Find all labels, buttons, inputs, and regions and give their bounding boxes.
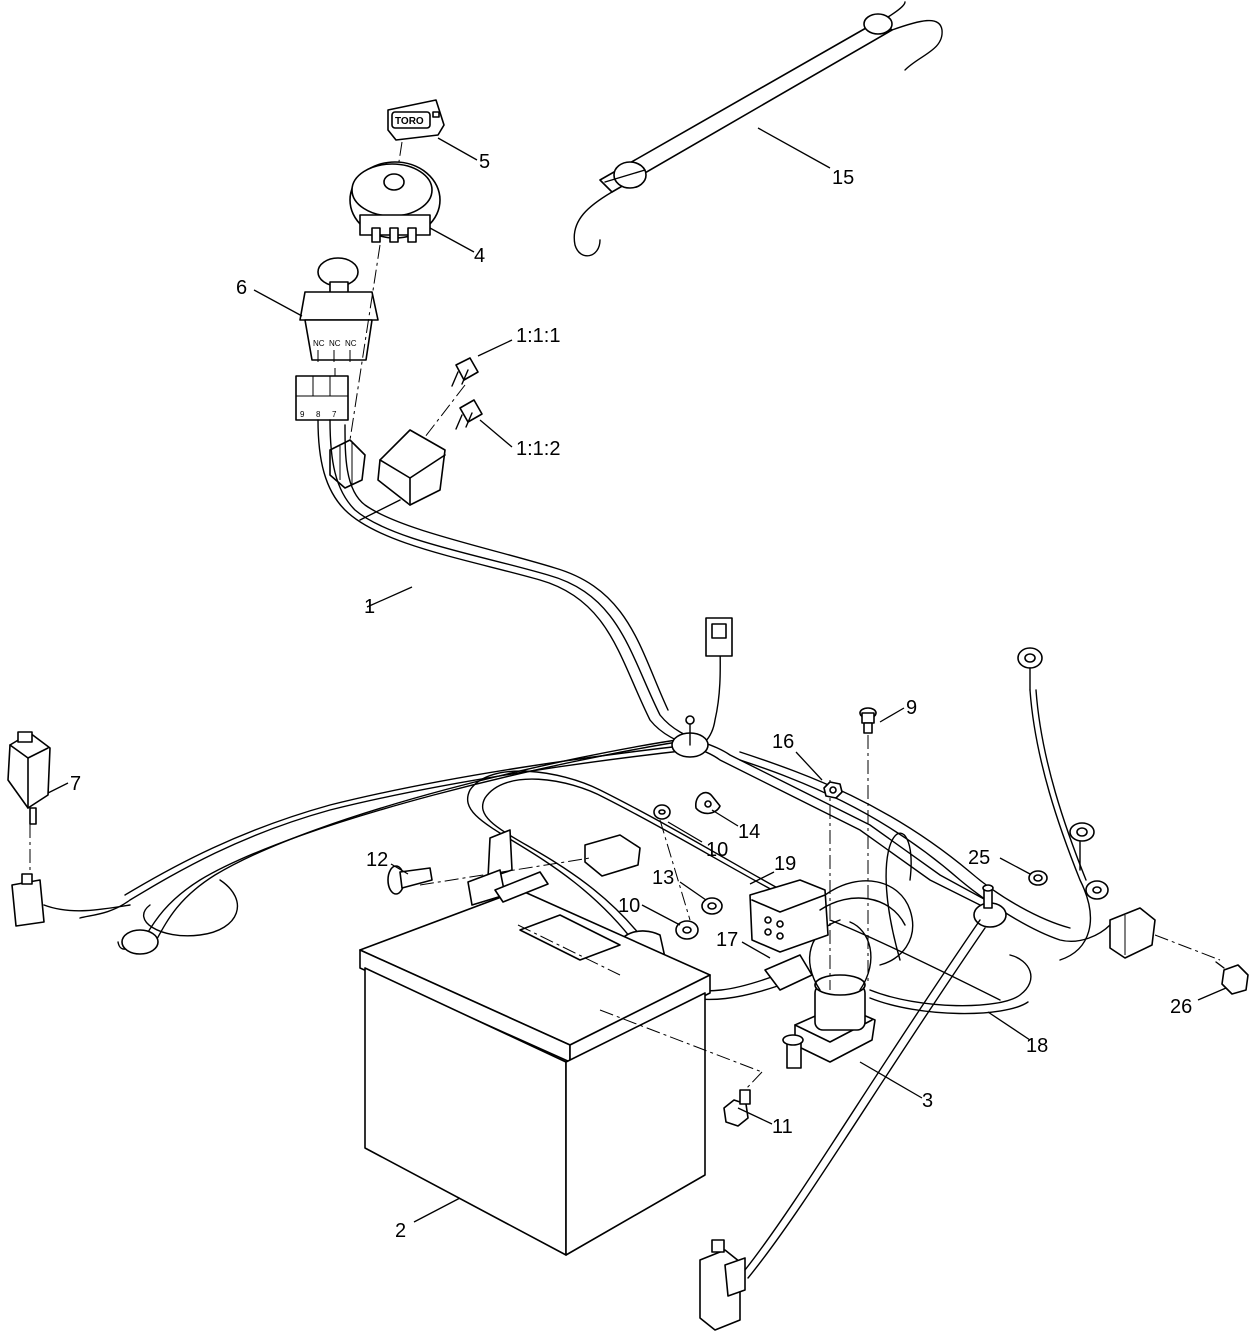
terminal-8: 8 [316, 410, 321, 419]
callout-17: 17 [716, 929, 738, 951]
battery [359, 869, 711, 1256]
harness-connectors-upper [329, 439, 366, 489]
nut-16 [823, 781, 843, 799]
pto-connector: 9 8 7 [295, 368, 349, 421]
callout-16: 16 [772, 731, 794, 753]
washer-13 [701, 897, 723, 915]
ring-terminal-right [1069, 822, 1109, 900]
switch-alignment-line [349, 244, 381, 441]
callout-1-1-1: 1:1:1 [516, 325, 560, 347]
ignition-key: TORO [387, 99, 445, 169]
callout-7: 7 [70, 773, 81, 795]
fuse-holder [377, 429, 446, 506]
callout-26: 26 [1170, 996, 1192, 1018]
callout-15: 15 [832, 167, 854, 189]
pto-switch: NC NC NC [299, 257, 379, 362]
callout-12: 12 [366, 849, 388, 871]
callout-1: 1 [364, 596, 375, 618]
harness-connector-19 [749, 879, 1001, 1001]
washer-10-lower [675, 920, 699, 940]
nc-label-3: NC [345, 339, 357, 348]
callout-25: 25 [968, 847, 990, 869]
harness-branch-18 [869, 832, 1032, 1015]
callout-9: 9 [906, 697, 917, 719]
battery-alignment-line [517, 924, 621, 976]
callout-4: 4 [474, 245, 485, 267]
fuse-1-1-2 [455, 399, 483, 430]
callout-labels: 1 1:1:1 1:1:2 2 3 4 5 6 7 9 10 10 11 12 … [70, 151, 1192, 1242]
bolt-12 [387, 865, 433, 895]
callout-13: 13 [652, 867, 674, 889]
terminal-boot [764, 954, 813, 991]
washer-alignment-line [659, 819, 691, 921]
pin-terminal [982, 884, 994, 909]
nut-25 [1028, 870, 1048, 886]
bolt-9 [859, 707, 877, 734]
callout-5: 5 [479, 151, 490, 173]
callout-2: 2 [395, 1220, 406, 1242]
callout-1-1-2: 1:1:2 [516, 438, 560, 460]
harness-plug-right [1109, 907, 1221, 961]
callout-11: 11 [772, 1116, 793, 1138]
bolt-26 [1215, 961, 1249, 995]
callout-10-upper: 10 [706, 839, 728, 861]
terminal-7: 7 [332, 410, 337, 419]
callout-18: 18 [1026, 1035, 1048, 1057]
callout-19: 19 [774, 853, 796, 875]
callout-14: 14 [738, 821, 760, 843]
bolt-11 [599, 1009, 763, 1127]
battery-hold-down-rod [573, 1, 943, 257]
ground-wire-with-ring [1017, 647, 1092, 961]
terminal-9: 9 [300, 410, 305, 419]
callout-10-lower: 10 [618, 895, 640, 917]
callout-3: 3 [922, 1090, 933, 1112]
starter-solenoid [782, 735, 876, 1069]
seat-switch [699, 919, 986, 1331]
nc-label-1: NC [313, 339, 325, 348]
harness-plug-battery [419, 834, 641, 886]
relay [7, 731, 51, 880]
main-wire-harness [79, 419, 1111, 955]
nc-label-2: NC [329, 339, 341, 348]
callout-6: 6 [236, 277, 247, 299]
ignition-switch [349, 161, 441, 243]
leader-lines [47, 127, 1227, 1223]
relay-connector [11, 873, 131, 927]
washer-10-upper [653, 804, 671, 820]
wing-nut-14 [695, 791, 721, 815]
fuse-1-1-1 [451, 357, 479, 387]
key-brand-label: TORO [395, 116, 424, 127]
